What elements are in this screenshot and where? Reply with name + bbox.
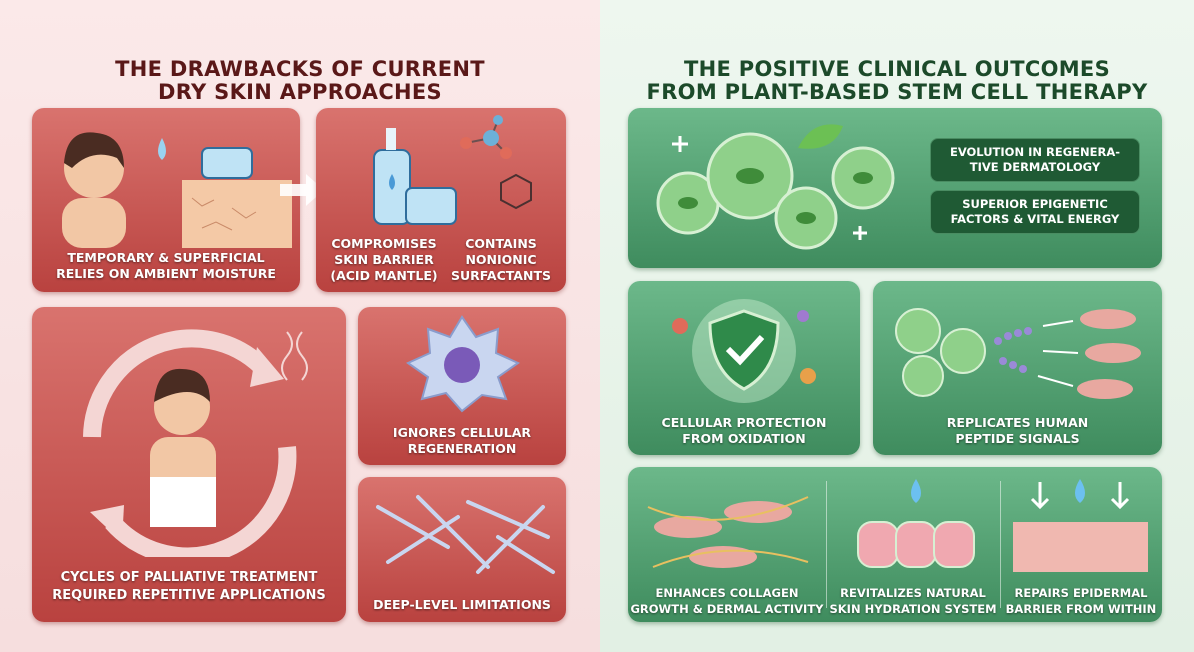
collagen-hydration-barrier-icons: [647, 479, 1148, 572]
caption-line: SKIN HYDRATION SYSTEM: [829, 602, 997, 616]
divider: [1000, 481, 1001, 608]
caption-line: NONIONIC: [465, 252, 537, 267]
caption-line: COMPROMISES: [331, 236, 437, 251]
drawbacks-section: THE DRAWBACKS OF CURRENT DRY SKIN APPROA…: [0, 0, 600, 652]
panel-compromises-barrier: COMPROMISES SKIN BARRIER (ACID MANTLE) C…: [316, 108, 566, 292]
caption-line: CELLULAR PROTECTION: [661, 415, 827, 430]
outcomes-title: THE POSITIVE CLINICAL OUTCOMES FROM PLAN…: [600, 58, 1194, 104]
caption-line: REPAIRS EPIDERMAL: [1014, 586, 1148, 600]
tag-evolution-regenerative: EVOLUTION IN REGENERA- TIVE DERMATOLOGY: [930, 138, 1140, 182]
caption-line: RELIES ON AMBIENT MOISTURE: [56, 266, 276, 281]
woman-applying-cream-icon: [62, 132, 292, 248]
plant-stem-cells-icon: [656, 124, 895, 250]
caption-line: CYCLES OF PALLIATIVE TREATMENT: [60, 570, 318, 585]
caption-line: PEPTIDE SIGNALS: [955, 431, 1080, 446]
caption-line: (ACID MANTLE): [330, 268, 438, 283]
panel-caption: CELLULAR PROTECTION FROM OXIDATION: [628, 415, 860, 447]
caption-line: GROWTH & DERMAL ACTIVITY: [630, 602, 824, 616]
panel-deep-level-limitations: DEEP-LEVEL LIMITATIONS: [358, 477, 566, 622]
panel-outcomes-row: ENHANCES COLLAGEN GROWTH & DERMAL ACTIVI…: [628, 467, 1162, 622]
panel-stem-cells: EVOLUTION IN REGENERA- TIVE DERMATOLOGY …: [628, 108, 1162, 268]
caption-line: FROM OXIDATION: [682, 431, 806, 446]
title-line: THE DRAWBACKS OF CURRENT: [115, 57, 485, 81]
caption-line: REGENERATION: [407, 441, 517, 456]
cycle-arrows-woman-icon: [83, 329, 308, 557]
divider: [826, 481, 827, 608]
panel-caption: ENHANCES COLLAGEN GROWTH & DERMAL ACTIVI…: [628, 585, 826, 617]
caption-line: TEMPORARY & SUPERFICIAL: [67, 250, 265, 265]
caption-line: SURFACTANTS: [451, 268, 551, 283]
caption-line: CONTAINS: [465, 236, 537, 251]
water-drop-icon: [911, 479, 921, 503]
panel-peptide-signals: REPLICATES HUMAN PEPTIDE SIGNALS: [873, 281, 1162, 455]
panel-caption: REPLICATES HUMAN PEPTIDE SIGNALS: [873, 415, 1162, 447]
caption-line: REVITALIZES NATURAL: [840, 586, 986, 600]
broken-fibers-icon: [376, 495, 555, 574]
panel-caption: DEEP-LEVEL LIMITATIONS: [358, 597, 566, 613]
cleanser-bottle-and-molecule-icon: [373, 115, 532, 225]
panel-caption: TEMPORARY & SUPERFICIAL RELIES ON AMBIEN…: [32, 250, 300, 282]
tag-line: SUPERIOR EPIGENETIC: [962, 197, 1108, 211]
panel-caption: REPAIRS EPIDERMAL BARRIER FROM WITHIN: [1000, 585, 1162, 617]
caption-line: IGNORES CELLULAR: [392, 425, 532, 440]
caption-line: DEEP-LEVEL LIMITATIONS: [373, 597, 551, 612]
caption-line: REPLICATES HUMAN: [946, 415, 1089, 430]
panel-caption: COMPROMISES SKIN BARRIER (ACID MANTLE): [324, 236, 444, 284]
title-line: FROM PLANT-BASED STEM CELL THERAPY: [646, 80, 1148, 104]
caption-line: REQUIRED REPETITIVE APPLICATIONS: [52, 588, 326, 603]
dna-icon: [281, 331, 308, 381]
title-line: THE POSITIVE CLINICAL OUTCOMES: [684, 57, 1110, 81]
tag-line: TIVE DERMATOLOGY: [969, 160, 1101, 174]
caption-line: SKIN BARRIER: [334, 252, 434, 267]
caption-line: ENHANCES COLLAGEN: [655, 586, 799, 600]
panel-temporary-superficial: TEMPORARY & SUPERFICIAL RELIES ON AMBIEN…: [32, 108, 300, 292]
panel-caption: REVITALIZES NATURAL SKIN HYDRATION SYSTE…: [826, 585, 1000, 617]
panel-cellular-protection: CELLULAR PROTECTION FROM OXIDATION: [628, 281, 860, 455]
panel-caption: CONTAINS NONIONIC SURFACTANTS: [444, 236, 558, 284]
panel-caption: IGNORES CELLULAR REGENERATION: [358, 425, 566, 457]
outcomes-section: THE POSITIVE CLINICAL OUTCOMES FROM PLAN…: [600, 0, 1194, 652]
panel-cycles-palliative: CYCLES OF PALLIATIVE TREATMENT REQUIRED …: [32, 307, 346, 622]
tag-superior-epigenetic: SUPERIOR EPIGENETIC FACTORS & VITAL ENER…: [930, 190, 1140, 234]
tag-line: FACTORS & VITAL ENERGY: [950, 212, 1120, 226]
arrow-right-icon: [280, 174, 324, 206]
tag-line: EVOLUTION IN REGENERA-: [949, 145, 1121, 159]
panel-caption: CYCLES OF PALLIATIVE TREATMENT REQUIRED …: [32, 569, 346, 605]
cell-icon: [405, 315, 521, 413]
peptide-signals-icon: [895, 308, 1141, 399]
panel-ignores-regeneration: IGNORES CELLULAR REGENERATION: [358, 307, 566, 465]
shield-check-icon: [672, 299, 816, 403]
drawbacks-title: THE DRAWBACKS OF CURRENT DRY SKIN APPROA…: [0, 58, 600, 104]
caption-line: BARRIER FROM WITHIN: [1005, 602, 1157, 616]
title-line: DRY SKIN APPROACHES: [158, 80, 442, 104]
